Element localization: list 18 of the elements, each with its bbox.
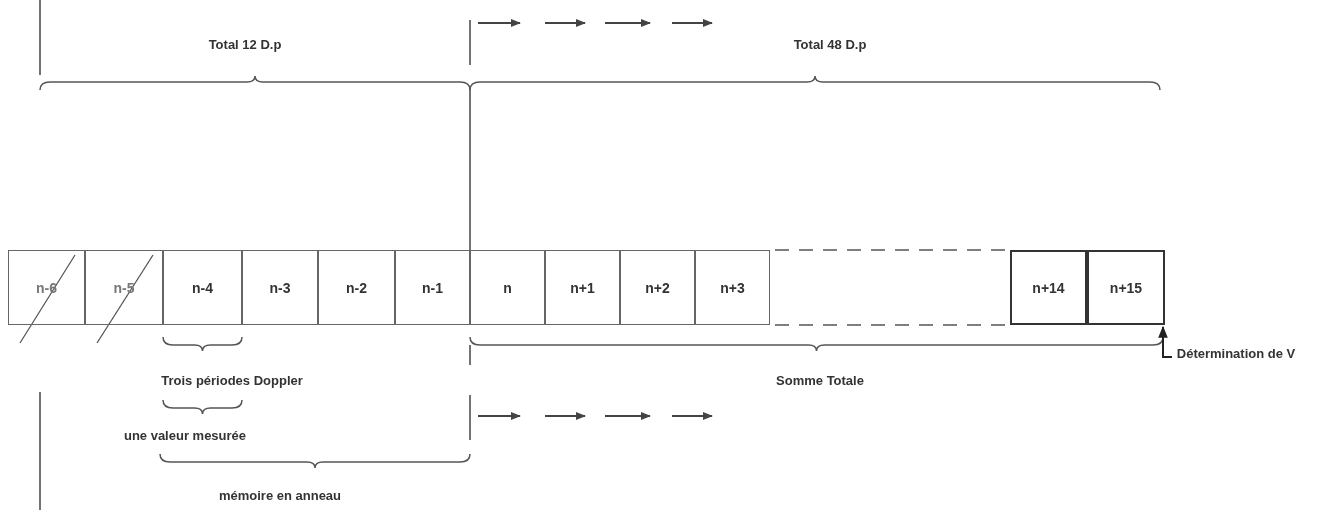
brace-label: Total 48 D.p [793,37,867,52]
memory-cell: n-4 [163,250,242,325]
memory-cell: n-2 [318,250,395,325]
memory-cell: n+15 [1087,250,1165,325]
memory-cell: n-3 [242,250,318,325]
brace-label: Total 12 D.p [208,37,282,52]
note-text: Détermination de V [1172,345,1300,363]
arrow [1158,325,1173,358]
memory-cell: n+1 [545,250,620,325]
brace-label: mémoire en anneau [218,488,342,503]
memory-cell: n+3 [695,250,770,325]
memory-cell: n+14 [1010,250,1087,325]
memory-cell: n+2 [620,250,695,325]
brace-label: Trois périodes Doppler [161,373,303,388]
brace-label: Somme Totale [776,373,864,388]
memory-cell: n [470,250,545,325]
memory-cell: n-1 [395,250,470,325]
brace-label: une valeur mesurée [123,428,247,443]
